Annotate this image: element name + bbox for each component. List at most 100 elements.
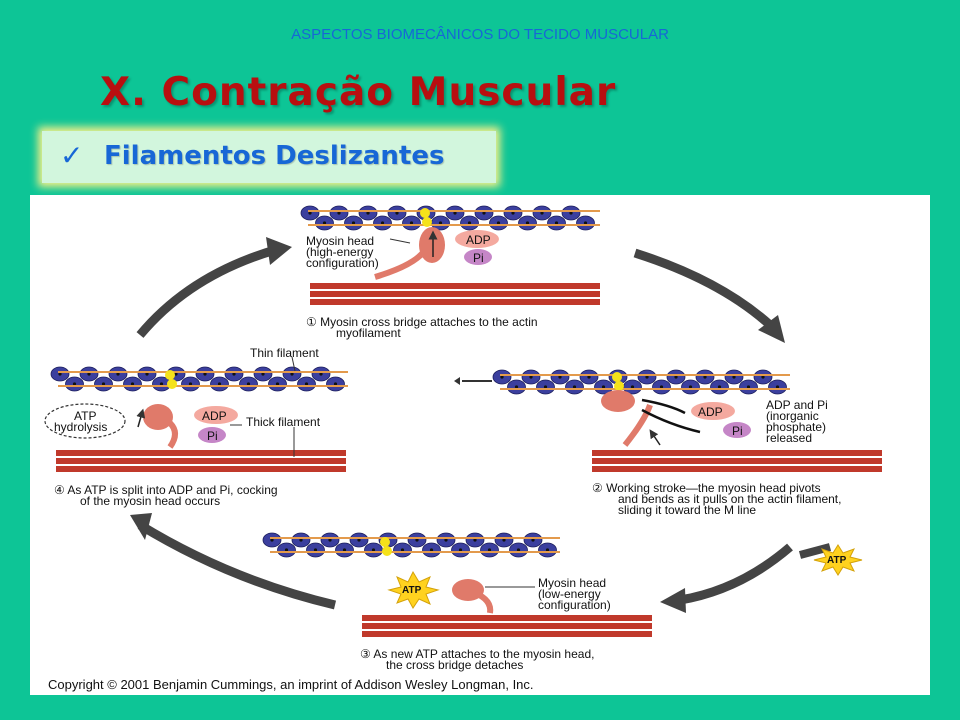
step-1-text-2: myofilament: [336, 326, 401, 340]
atp-incoming-label: ATP: [827, 555, 847, 566]
actin-bead-dot: [188, 382, 193, 386]
actin-bead-dot: [674, 375, 678, 379]
cycle-arrow-top-left: [136, 237, 292, 338]
actin-bead-dot: [502, 538, 506, 542]
atp-burst-label: ATP: [402, 585, 422, 596]
sliding-direction-arrow: [454, 377, 492, 385]
actin-bead-dot: [159, 382, 164, 386]
cycle-arrow-bottom-right: [660, 543, 832, 613]
step-3-text-2: the cross bridge detaches: [386, 658, 524, 672]
actin-top-filament: [300, 205, 595, 231]
actin-bead-dot: [415, 538, 419, 542]
myosin-head-label-top: Myosin head: [306, 234, 375, 248]
actin-bead-dot: [246, 382, 251, 386]
myosin-head-label-bottom-2: (low-energy: [538, 587, 601, 601]
actin-bead-dot: [58, 372, 62, 376]
cross-bridge-cycle-figure: Myosin head (high-energy configuration) …: [30, 195, 930, 695]
actin-bead-dot: [775, 385, 780, 389]
copyright-text: Copyright © 2001 Benjamin Cummings, an i…: [48, 677, 534, 692]
actin-bead-dot: [275, 382, 280, 386]
thick-filament-label: Thick filament: [246, 415, 321, 429]
actin-bottom-filament: [262, 532, 557, 558]
pi-label-left: Pi: [207, 429, 218, 443]
actin-bead-dot: [543, 385, 548, 389]
released-label-1: ADP and Pi: [766, 398, 828, 412]
actin-bead-dot: [174, 372, 178, 376]
subtitle-text: Filamentos Deslizantes: [104, 141, 445, 171]
actin-bead-dot: [304, 382, 309, 386]
actin-bead-dot: [496, 221, 501, 225]
thin-filament-label: Thin filament: [250, 346, 319, 360]
actin-bead-dot: [467, 221, 472, 225]
actin-bead-dot: [746, 385, 751, 389]
actin-bead-dot: [342, 548, 347, 552]
actin-bead-dot: [313, 548, 318, 552]
actin-bead-dot: [601, 385, 606, 389]
actin-bead-dot: [645, 375, 649, 379]
step-2-text-3: sliding it toward the M line: [618, 503, 757, 517]
slide-title: X. Contração Muscular: [100, 70, 617, 115]
actin-bead-dot: [531, 538, 535, 542]
actin-bead-dot: [587, 375, 591, 379]
actin-bead-dot: [203, 372, 207, 376]
released-label-3: phosphate): [766, 420, 827, 434]
actin-bead-dot: [284, 548, 289, 552]
subtitle-box: ✓ Filamentos Deslizantes: [42, 131, 496, 183]
actin-bead-dot: [487, 548, 492, 552]
actin-bead-dot: [458, 548, 463, 552]
checkmark-icon: ✓: [60, 139, 84, 172]
actin-bead-dot: [130, 382, 135, 386]
actin-bead-dot: [761, 375, 765, 379]
actin-right-filament: [492, 369, 787, 395]
actin-bead-dot: [319, 372, 323, 376]
adp-label-right: ADP: [698, 405, 723, 419]
actin-bead-dot: [703, 375, 707, 379]
panel-bottom: [270, 537, 863, 637]
actin-bead-dot: [500, 375, 504, 379]
step-2-text: ② Working stroke—the myosin head pivots: [592, 481, 821, 495]
actin-bead-dot: [554, 221, 559, 225]
actin-bead-dot: [572, 385, 577, 389]
actin-bead-dot: [400, 548, 405, 552]
released-label-2: (inorganic: [766, 409, 819, 423]
myosin-head-label-bottom: Myosin head: [538, 576, 607, 590]
actin-bead-dot: [525, 221, 530, 225]
actin-bead-dot: [308, 211, 312, 215]
slide-header: ASPECTOS BIOMECÂNICOS DO TECIDO MUSCULAR: [291, 26, 669, 43]
adp-label-left: ADP: [202, 409, 227, 423]
actin-bead-dot: [583, 221, 588, 225]
step-2-text-2: and bends as it pulls on the actin filam…: [618, 492, 842, 506]
pi-label-top: Pi: [473, 251, 484, 265]
myosin-head-label-bottom-3: configuration): [538, 598, 611, 612]
actin-bead-dot: [545, 548, 550, 552]
actin-bead-dot: [540, 211, 544, 215]
step-4-text-2: of the myosin head occurs: [80, 494, 221, 508]
myosin-head-label-top-3: configuration): [306, 256, 379, 270]
actin-bead-dot: [101, 382, 106, 386]
panel-left: [44, 356, 348, 472]
actin-bead-dot: [232, 372, 236, 376]
actin-bead-dot: [328, 538, 332, 542]
actin-bead-dot: [290, 372, 294, 376]
actin-bead-dot: [688, 385, 693, 389]
actin-bead-dot: [482, 211, 486, 215]
step-4-text: ④ As ATP is split into ADP and Pi, cocki…: [54, 483, 278, 497]
actin-bead-dot: [659, 385, 664, 389]
actin-bead-dot: [366, 211, 370, 215]
actin-bead-dot: [217, 382, 222, 386]
actin-bead-dot: [116, 372, 120, 376]
actin-bead-dot: [473, 538, 477, 542]
cycle-arrow-bottom-left: [130, 513, 337, 610]
panel-top: [308, 208, 600, 305]
actin-bead-dot: [261, 372, 265, 376]
actin-bead-dot: [558, 375, 562, 379]
actin-bead-dot: [409, 221, 414, 225]
actin-bead-dot: [270, 538, 274, 542]
adp-label-top: ADP: [466, 233, 491, 247]
actin-bead-dot: [371, 548, 376, 552]
actin-bead-dot: [145, 372, 149, 376]
actin-bead-dot: [529, 375, 533, 379]
atp-hydrolysis-label-2: hydrolysis: [54, 420, 108, 434]
actin-bead-dot: [514, 385, 519, 389]
actin-bead-dot: [87, 372, 91, 376]
